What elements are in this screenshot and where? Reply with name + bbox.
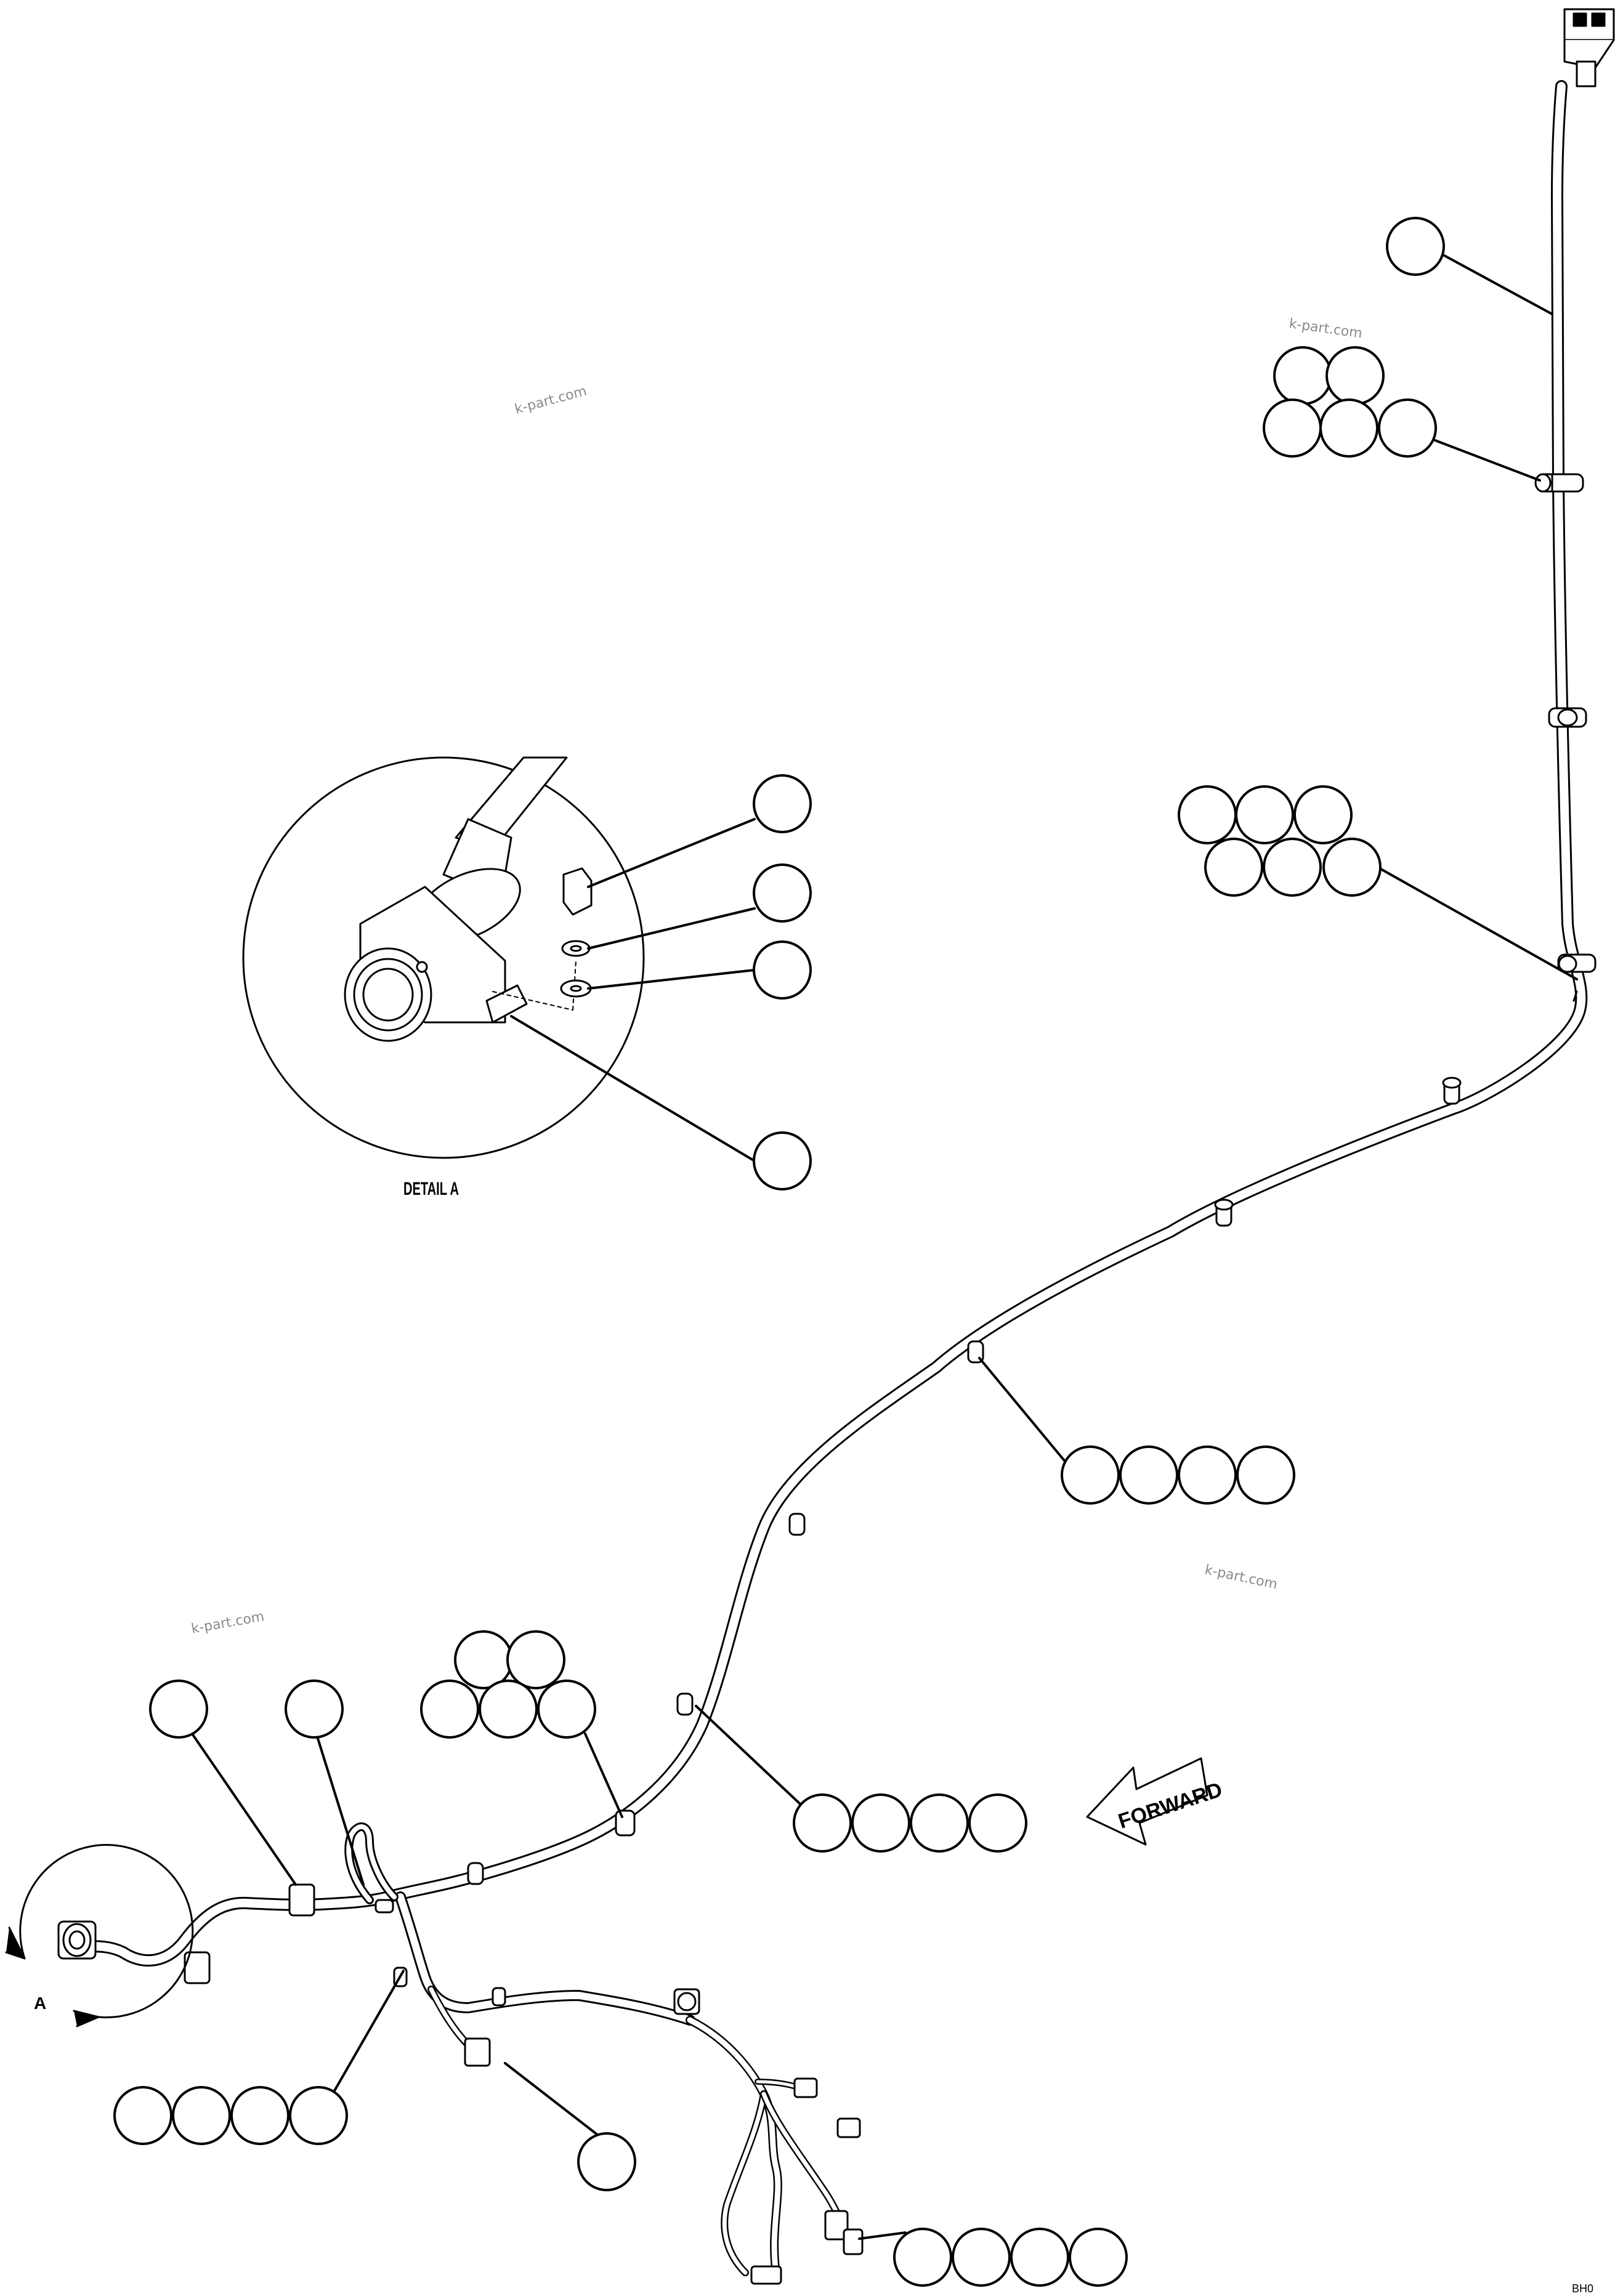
detail-lockwasher bbox=[561, 940, 591, 957]
detail-washer bbox=[560, 979, 592, 998]
clip-lower-3 bbox=[467, 1862, 484, 1885]
watermark-1: k-part.com bbox=[1288, 316, 1363, 341]
balloon-group-lower-clip bbox=[420, 1630, 596, 1739]
balloon-group-mid-clip bbox=[1178, 785, 1382, 897]
balloon-group-center-clip bbox=[1061, 1445, 1295, 1505]
balloon-group-top-right bbox=[1386, 217, 1445, 276]
lower-connectors bbox=[464, 1988, 864, 2285]
watermark-4: k-part.com bbox=[190, 1609, 265, 1636]
clip-upper bbox=[1534, 473, 1584, 493]
clip-lower-4 bbox=[374, 1899, 394, 1914]
clip-center-2 bbox=[1214, 1199, 1234, 1227]
balloon-detail-washer bbox=[753, 940, 812, 1000]
forward-arrow bbox=[1086, 1757, 1208, 1846]
upper-loop-branch bbox=[344, 1822, 399, 1904]
detail-caption: DETAIL A bbox=[403, 1179, 459, 1199]
detail-bolt bbox=[562, 867, 593, 916]
balloon-detail-lockwasher bbox=[753, 863, 812, 923]
lower-branch-cable bbox=[395, 1891, 854, 2277]
clip-upper-2 bbox=[1548, 707, 1587, 728]
balloon-group-upper-clip bbox=[1263, 346, 1437, 458]
detail-a-reference bbox=[5, 1844, 194, 2027]
drawing-code: BH0 bbox=[1572, 2282, 1593, 2295]
balloon-left-connector bbox=[149, 1680, 208, 1739]
clip-mid bbox=[1557, 953, 1597, 1002]
detail-a-circle bbox=[242, 756, 645, 1159]
detail-arrow-label: A bbox=[34, 1994, 46, 2013]
balloon-left-grommet bbox=[285, 1680, 344, 1739]
balloon-bottom-switch bbox=[577, 2132, 636, 2191]
clip-center-1 bbox=[1442, 1077, 1462, 1105]
left-end-connector bbox=[57, 1883, 315, 1984]
clip-center-4 bbox=[788, 1513, 806, 1536]
clip-lower-1 bbox=[676, 1692, 694, 1716]
balloon-group-lower-center-clip bbox=[793, 1793, 1027, 1853]
leader-lines bbox=[187, 254, 1578, 2240]
balloon-detail-bolt bbox=[753, 774, 812, 833]
watermark-2: k-part.com bbox=[513, 384, 588, 418]
balloon-group-bottom-left-clip bbox=[113, 2086, 348, 2145]
clip-lower-2 bbox=[615, 1809, 636, 1837]
watermark-3: k-part.com bbox=[1204, 1562, 1279, 1592]
balloon-detail-connector bbox=[753, 1131, 812, 1190]
top-connector bbox=[1563, 8, 1615, 87]
balloon-group-bottom-right-connectors bbox=[893, 2228, 1128, 2287]
